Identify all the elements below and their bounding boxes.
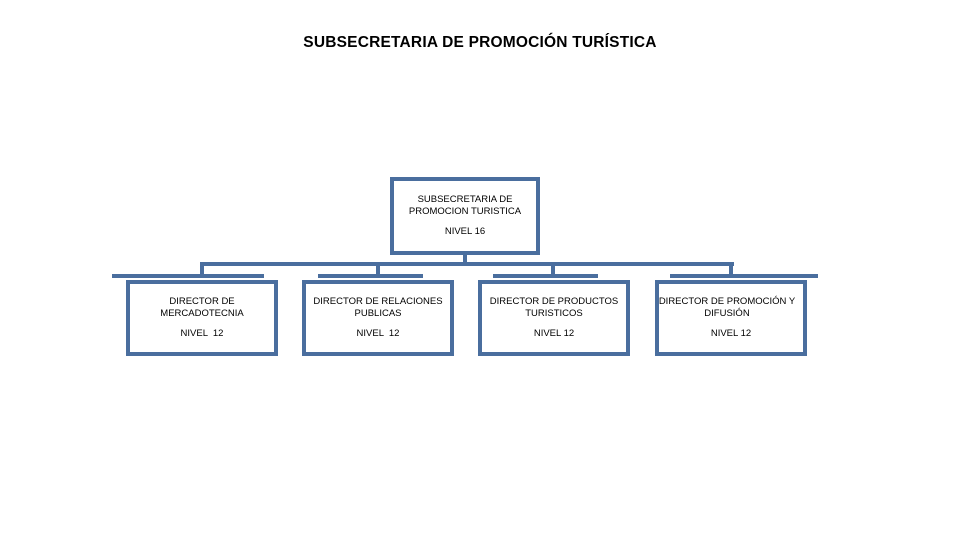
connector-run-1-left: [112, 274, 204, 278]
connector-run-4-right: [733, 274, 818, 278]
org-node-child-4-title: DIRECTOR DE PROMOCIÓN Y DIFUSIÓN: [658, 295, 796, 320]
connector-root-stem: [463, 254, 467, 266]
connector-drop-3: [551, 262, 555, 278]
org-node-child-3[interactable]: DIRECTOR DE PRODUCTOS TURISTICOS NIVEL 1…: [478, 280, 630, 356]
connector-run-3-left: [493, 274, 555, 278]
org-node-child-2-title: DIRECTOR DE RELACIONES PUBLICAS: [313, 295, 443, 320]
connector-run-4-left: [670, 274, 733, 278]
org-node-root-level: NIVEL 16: [444, 225, 486, 237]
connector-horizontal-bus: [202, 262, 734, 266]
org-node-child-4[interactable]: DIRECTOR DE PROMOCIÓN Y DIFUSIÓN NIVEL 1…: [655, 280, 807, 356]
org-node-root-title: SUBSECRETARIA DE PROMOCION TURISTICA: [408, 193, 522, 218]
org-node-child-3-level: NIVEL 12: [533, 327, 575, 339]
org-node-root[interactable]: SUBSECRETARIA DE PROMOCION TURISTICA NIV…: [390, 177, 540, 255]
connector-run-2-right: [380, 274, 423, 278]
org-node-child-2-level: NIVEL 12: [356, 327, 400, 339]
connector-drop-1: [200, 262, 204, 278]
page-title: SUBSECRETARIA DE PROMOCIÓN TURÍSTICA: [303, 34, 657, 51]
org-node-child-4-level: NIVEL 12: [710, 327, 752, 339]
org-node-child-2[interactable]: DIRECTOR DE RELACIONES PUBLICAS NIVEL 12: [302, 280, 454, 356]
connector-run-1-right: [204, 274, 264, 278]
connector-run-3-right: [555, 274, 598, 278]
org-node-child-3-title: DIRECTOR DE PRODUCTOS TURISTICOS: [489, 295, 619, 320]
org-node-child-1-level: NIVEL 12: [180, 327, 224, 339]
connector-drop-2: [376, 262, 380, 278]
connector-run-2-left: [318, 274, 380, 278]
connector-drop-4: [729, 262, 733, 278]
org-node-child-1-title: DIRECTOR DE MERCADOTECNIA: [160, 295, 244, 320]
org-node-child-1[interactable]: DIRECTOR DE MERCADOTECNIA NIVEL 12: [126, 280, 278, 356]
